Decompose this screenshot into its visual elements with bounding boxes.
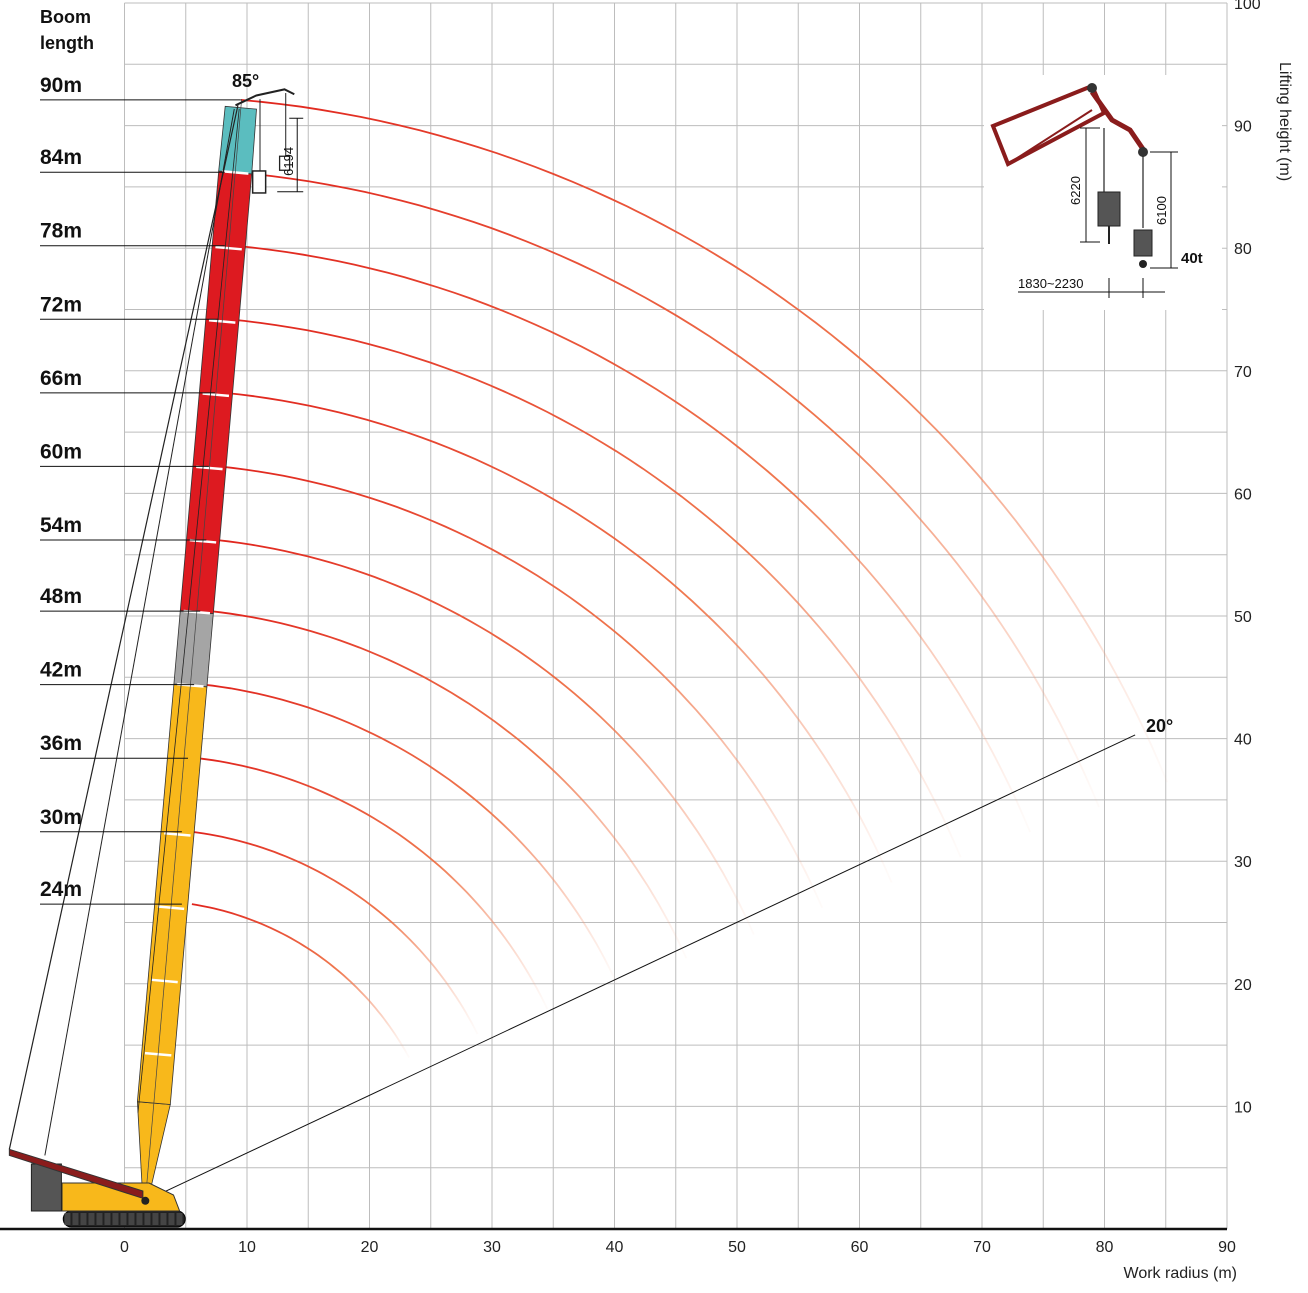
height-curve-36m <box>197 757 549 1010</box>
track-shoe <box>112 1213 119 1225</box>
legend-title-line2: length <box>40 33 94 53</box>
boom-length-label: 36m <box>40 732 82 755</box>
track-shoe <box>152 1213 159 1225</box>
track-shoe <box>144 1213 151 1225</box>
inset-detail: 6220 6100 40t 1830~2230 <box>984 75 1222 310</box>
height-curve-54m <box>216 539 755 935</box>
boom-length-labels: 24m 30m 36m 42m 48m 54m 60m 66m 72m 78m 84m 90m 85° <box>40 71 259 905</box>
x-tick-label: 10 <box>238 1239 256 1256</box>
axis-ticks: 0 10 20 30 40 50 60 70 80 90 10 20 30 40 50 60 70 80 90 100 <box>120 0 1261 1256</box>
boom-length-label: 24m <box>40 878 82 901</box>
boom-length-label: 48m <box>40 585 82 608</box>
x-axis-title: Work radius (m) <box>1124 1265 1238 1282</box>
height-curve-78m <box>234 244 1031 833</box>
height-curve-90m <box>240 99 1169 783</box>
x-tick-label: 40 <box>606 1239 624 1256</box>
inset-jib-brace <box>1007 109 1093 165</box>
boom-head <box>235 88 295 107</box>
min-angle-line <box>145 734 1136 1202</box>
track-shoe <box>88 1213 95 1225</box>
crane-drawing: 6194 <box>8 88 304 1228</box>
boom-length-label: 30m <box>40 806 82 829</box>
boom-length-label: 60m <box>40 440 82 463</box>
x-tick-label: 20 <box>361 1239 379 1256</box>
y-tick-label: 100 <box>1234 0 1261 13</box>
boom-length-label: 72m <box>40 293 82 316</box>
y-tick-label: 50 <box>1234 609 1252 626</box>
inset-main-hook <box>1097 191 1121 227</box>
track-shoe <box>176 1213 183 1225</box>
y-tick-label: 70 <box>1234 364 1252 381</box>
track-shoe <box>128 1213 135 1225</box>
track-shoe <box>168 1213 175 1225</box>
y-axis-title: Lifting height (m) <box>1276 62 1293 181</box>
y-tick-label: 20 <box>1234 977 1252 994</box>
grid <box>0 2 1228 1231</box>
titles: Work radius (m) Lifting height (m) Boom len… <box>40 7 1293 1282</box>
boom-centerline <box>144 99 242 1201</box>
x-tick-label: 80 <box>1096 1239 1114 1256</box>
boom-length-label: 78m <box>40 220 82 243</box>
y-tick-label: 80 <box>1234 241 1252 258</box>
min-angle-label: 20° <box>1146 716 1173 736</box>
height-curve-48m <box>210 610 688 959</box>
x-tick-label: 30 <box>483 1239 501 1256</box>
pendant-line <box>8 105 239 1150</box>
y-tick-label: 60 <box>1234 486 1252 503</box>
boom-length-label: 42m <box>40 659 82 682</box>
boom-length-label: 66m <box>40 367 82 390</box>
aux-hook-block <box>278 155 291 171</box>
boom-length-label: 90m <box>40 74 82 97</box>
counterweight <box>30 1163 62 1212</box>
y-tick-label: 90 <box>1234 119 1252 136</box>
upper-body <box>61 1182 181 1212</box>
height-curve-24m <box>191 903 410 1058</box>
height-curve-30m <box>191 830 479 1035</box>
track-shoe <box>64 1213 71 1225</box>
height-curve-66m <box>224 392 893 883</box>
inset-aux-hook <box>1133 229 1153 257</box>
inset-dim-label: 1830~2230 <box>1018 276 1083 291</box>
track-shoe <box>96 1213 103 1225</box>
track-shoe <box>120 1213 127 1225</box>
y-tick-label: 10 <box>1234 1099 1252 1116</box>
track-shoe <box>136 1213 143 1225</box>
height-curve-42m <box>203 683 618 984</box>
inset-capacity: 40t <box>1181 250 1203 267</box>
track-shoe <box>80 1213 87 1225</box>
angle-lines: 20° <box>145 716 1173 1202</box>
boom-length-label: 54m <box>40 514 82 537</box>
track-shoe <box>72 1213 79 1225</box>
x-tick-label: 90 <box>1218 1239 1236 1256</box>
height-curve-72m <box>228 318 962 858</box>
legend-title-line1: Boom <box>40 7 91 27</box>
inset-dim-label: 6220 <box>1068 176 1083 205</box>
inset-strut <box>1089 90 1148 154</box>
max-angle-label: 85° <box>232 71 259 91</box>
track-shoe <box>160 1213 167 1225</box>
y-tick-label: 40 <box>1234 732 1252 749</box>
inset-hook-tip <box>1139 260 1147 268</box>
x-tick-label: 50 <box>728 1239 746 1256</box>
x-tick-label: 0 <box>120 1239 129 1256</box>
boom-pivot <box>141 1196 150 1205</box>
height-curve-84m <box>234 171 1100 808</box>
pendant-line <box>44 108 235 1156</box>
boom-length-label: 84m <box>40 146 82 169</box>
x-tick-label: 60 <box>851 1239 869 1256</box>
inset-dim-label: 6100 <box>1154 196 1169 225</box>
inset-sheave <box>1138 147 1148 157</box>
height-curves <box>191 99 1169 1058</box>
x-tick-label: 70 <box>973 1239 991 1256</box>
height-curve-60m <box>218 465 824 909</box>
track-shoe <box>104 1213 111 1225</box>
y-tick-label: 30 <box>1234 854 1252 871</box>
boom-head-dim-label: 6194 <box>281 147 296 176</box>
main-hook-block <box>251 170 267 194</box>
inset-sheave <box>1087 83 1097 93</box>
